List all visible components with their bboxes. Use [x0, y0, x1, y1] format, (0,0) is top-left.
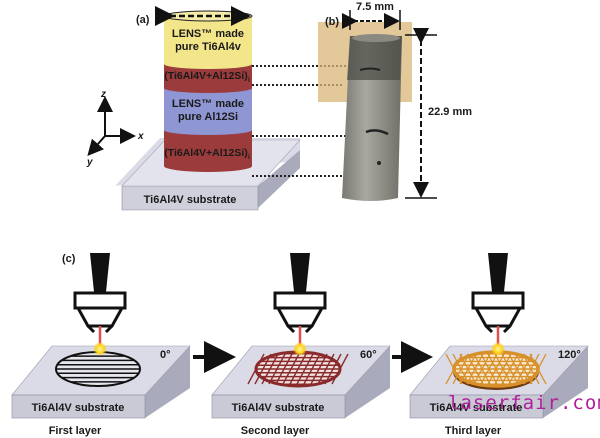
- layer1-text-line2: pure Ti6Al4v: [175, 41, 242, 53]
- cylinder-al12si-bottom-edge: [164, 125, 252, 135]
- nozzle-tip-left: [86, 324, 96, 334]
- scan-track-angled-2: [466, 353, 484, 385]
- nozzle-cone-icon: [275, 306, 325, 328]
- powder-feed-icon: [488, 253, 508, 292]
- nozzle-cone-icon: [75, 306, 125, 328]
- scan-track-angled-2: [459, 353, 477, 385]
- x-axis-label: x: [137, 131, 144, 142]
- rod-crack-1: [359, 67, 381, 71]
- substrate-label: Ti6Al4V substrate: [32, 402, 125, 414]
- layer2-text: (Ti6Al4V+Al12Si): [164, 70, 248, 82]
- rod-pore: [377, 161, 381, 165]
- layer3-text-line1: LENS™ made: [172, 98, 244, 110]
- panel-b-label: (b): [325, 16, 339, 28]
- scan-track-angled: [282, 353, 300, 385]
- scan-angle-label: 120°: [558, 349, 581, 361]
- scan-track-angled-2: [522, 353, 540, 385]
- layer3-text-line2: pure Al12Si: [178, 111, 238, 123]
- process-step-2: Ti6Al4V substrate 60° Second layer: [211, 253, 391, 437]
- height-dim-label: 22.9 mm: [428, 106, 472, 118]
- scan-angle-label: 0°: [160, 349, 171, 361]
- substrate-front-face: [11, 394, 146, 419]
- scan-track-angled: [324, 353, 342, 385]
- panel-b: (b) 7.5 mm 22.9 mm: [318, 1, 472, 201]
- nozzle-tip-right: [502, 324, 512, 334]
- cylinder-ti6al4v-bottom-edge: [164, 59, 252, 69]
- powder-feed-icon: [290, 253, 310, 292]
- melt-pool: [93, 342, 107, 356]
- scan-track-angled-2: [508, 353, 526, 385]
- scan-track-angled-2: [494, 353, 512, 385]
- layer1-text-line1: LENS™ made: [172, 28, 244, 40]
- rod-crack-2: [365, 129, 389, 136]
- z-axis-label: z: [100, 89, 106, 100]
- scan-track-angled: [317, 353, 335, 385]
- cylinder-layer-ti6al4v: [164, 16, 252, 64]
- rod-top-face: [352, 34, 400, 42]
- panel-a: (a) Ti6Al4V substrate LENS™ made pure Ti…: [86, 6, 348, 211]
- nozzle-tip-right: [304, 324, 314, 334]
- watermark: laserfair.com: [448, 392, 600, 414]
- nozzle-head-icon: [73, 291, 127, 310]
- cylinder-layer-al12si: [164, 86, 252, 130]
- scan-track-angled: [289, 353, 307, 385]
- scan-track-angled-2: [501, 353, 519, 385]
- scan-track-angled: [303, 353, 321, 385]
- layer-caption: Second layer: [241, 425, 310, 437]
- scan-track-angled-2: [529, 353, 547, 385]
- scan-track-angled: [310, 353, 328, 385]
- scan-track-angled-2: [473, 353, 491, 385]
- panel-a-substrate-label: Ti6Al4V substrate: [144, 194, 237, 206]
- y-axis-arrow: [87, 135, 106, 156]
- scan-angle-label: 60°: [360, 349, 377, 361]
- layer4-text: (Ti6Al4V+Al12Si): [164, 147, 248, 159]
- scan-track-angled-2: [515, 353, 533, 385]
- scan-track-angled-2: [480, 353, 498, 385]
- melt-pool: [491, 342, 505, 356]
- substrate-front-face: [211, 394, 346, 419]
- process-step-3: Ti6Al4V substrate 120° Third layer: [409, 253, 589, 437]
- panel-a-label: (a): [136, 14, 150, 26]
- width-dim-label: 7.5 mm: [356, 1, 394, 13]
- cylinder-bottom-cap: [164, 160, 252, 172]
- axes-triad: [87, 96, 136, 156]
- substrate-front-face: [409, 394, 544, 419]
- substrate-label: Ti6Al4V substrate: [232, 402, 325, 414]
- layer2-subscript: i: [248, 77, 250, 84]
- scan-track-angled-2: [452, 353, 470, 385]
- scan-track-angled: [247, 353, 265, 385]
- scan-track-angled: [254, 353, 272, 385]
- y-axis-label: y: [86, 157, 93, 168]
- scan-track-angled-2: [445, 353, 463, 385]
- layer-caption: First layer: [49, 425, 102, 437]
- scan-track-angled: [331, 353, 349, 385]
- nozzle-tip-left: [286, 324, 296, 334]
- nozzle-head-icon: [273, 291, 327, 310]
- layer-caption: Third layer: [445, 425, 502, 437]
- panel-c-label: (c): [62, 253, 76, 265]
- scan-track-angled: [268, 353, 286, 385]
- nozzle-head-icon: [471, 291, 525, 310]
- cylinder-interlayer-top-edge: [164, 83, 252, 93]
- layered-cylinder: LENS™ made pure Ti6Al4v (Ti6Al4V+Al12Si)…: [155, 6, 253, 172]
- scan-track-angled: [296, 353, 314, 385]
- nozzle-tip-right: [104, 324, 114, 334]
- melt-pool: [293, 342, 307, 356]
- layer4-subscript: i: [248, 154, 250, 161]
- process-step-1: Ti6Al4V substrate 0° First layer: [11, 253, 191, 437]
- scan-track-angled: [261, 353, 279, 385]
- powder-feed-icon: [90, 253, 110, 292]
- nozzle-cone-icon: [473, 306, 523, 328]
- scan-track-angled: [275, 353, 293, 385]
- rod-dark-top: [347, 36, 402, 80]
- substrate-label: Ti6Al4V substrate: [430, 402, 523, 414]
- scan-track-angled-2: [487, 353, 505, 385]
- nozzle-tip-left: [484, 324, 494, 334]
